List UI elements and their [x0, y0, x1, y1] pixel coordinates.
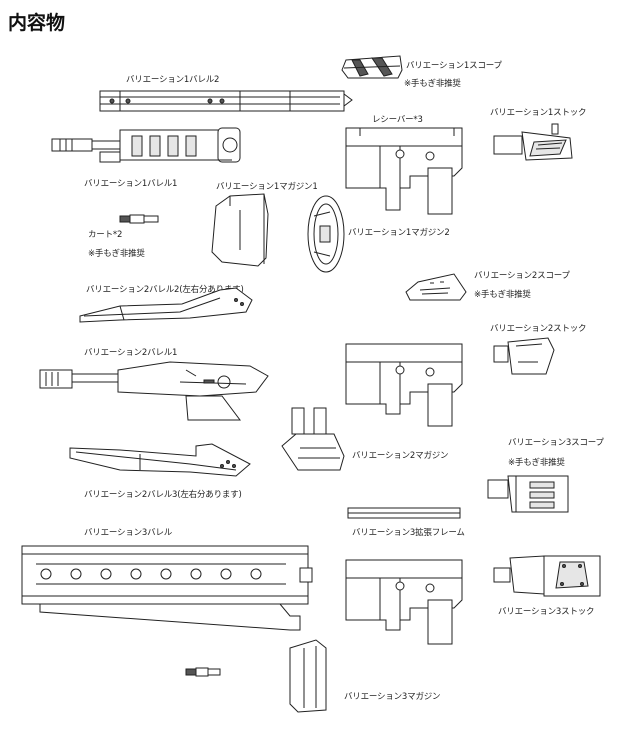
label-receiver: レシーバー*3 [372, 115, 423, 125]
label-mag1-2: バリエーション1マガジン2 [348, 228, 450, 238]
label-scope3: バリエーション3スコープ [508, 438, 604, 448]
label-barrel2-2: バリエーション2バレル2(左右分あります) [86, 285, 244, 295]
mag1-1-drawing [212, 194, 268, 266]
stock3-drawing [494, 556, 600, 596]
scope1-drawing [342, 56, 402, 78]
cart-drawing [120, 215, 158, 223]
scope2-drawing [406, 274, 466, 300]
barrel2-3-drawing [70, 444, 250, 476]
barrel3-drawing [22, 546, 312, 630]
label-barrel3: バリエーション3バレル [84, 528, 173, 538]
scope3-drawing [488, 476, 568, 512]
barrel2-2-drawing [80, 288, 252, 322]
barrel1-1-drawing [52, 128, 240, 162]
cart2-drawing [186, 668, 220, 676]
note-scope2: ※手もぎ非推奨 [474, 290, 531, 300]
label-stock1: バリエーション1ストック [490, 108, 587, 118]
label-mag3: バリエーション3マガジン [344, 692, 441, 702]
barrel2-1-drawing [40, 362, 268, 420]
note-cart: ※手もぎ非推奨 [88, 249, 145, 259]
label-mag1-1: バリエーション1マガジン1 [216, 182, 318, 192]
label-scope1: バリエーション1スコープ [406, 61, 502, 71]
label-stock2: バリエーション2ストック [490, 324, 587, 334]
note-scope1: ※手もぎ非推奨 [404, 79, 461, 89]
note-scope3: ※手もぎ非推奨 [508, 458, 565, 468]
receiver3-drawing [346, 560, 462, 644]
mag2-drawing [282, 408, 344, 470]
label-stock3: バリエーション3ストック [498, 607, 595, 617]
label-barrel1-1: バリエーション1バレル1 [84, 179, 178, 189]
label-frame3: バリエーション3拡張フレーム [352, 528, 465, 538]
label-barrel1-2: バリエーション1バレル2 [126, 75, 220, 85]
barrel1-2-drawing [100, 91, 352, 111]
page-title: 内容物 [8, 12, 66, 34]
label-cart: カート*2 [88, 230, 123, 240]
label-mag2: バリエーション2マガジン [352, 451, 449, 461]
stock1-drawing [494, 124, 572, 160]
label-scope2: バリエーション2スコープ [474, 271, 570, 281]
mag1-2-drawing [308, 196, 344, 272]
frame3-drawing [348, 508, 460, 518]
mag3-drawing [290, 640, 326, 712]
receiver2-drawing [346, 344, 462, 426]
stock2-drawing [494, 338, 554, 374]
label-barrel2-1: バリエーション2バレル1 [84, 348, 178, 358]
receiver1-drawing [346, 128, 462, 214]
label-barrel2-3: バリエーション2バレル3(左右分あります) [84, 490, 242, 500]
